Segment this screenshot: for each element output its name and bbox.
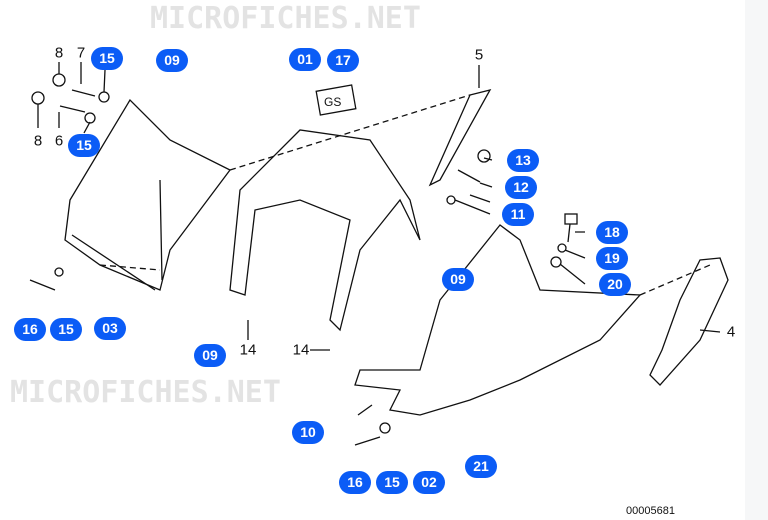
callout-10[interactable]: 10 bbox=[292, 421, 324, 444]
callout-12[interactable]: 12 bbox=[505, 176, 537, 199]
callout-16[interactable]: 16 bbox=[339, 471, 371, 494]
callout-03[interactable]: 03 bbox=[94, 317, 126, 340]
part-label: 5 bbox=[474, 46, 484, 64]
callout-21[interactable]: 21 bbox=[465, 455, 497, 478]
callout-09[interactable]: 09 bbox=[194, 344, 226, 367]
callout-02[interactable]: 02 bbox=[413, 471, 445, 494]
callout-15[interactable]: 15 bbox=[91, 47, 123, 70]
callout-09[interactable]: 09 bbox=[442, 268, 474, 291]
callout-17[interactable]: 17 bbox=[327, 49, 359, 72]
watermark-bottom: MICROFICHES.NET bbox=[10, 375, 281, 410]
watermark-top: MICROFICHES.NET bbox=[150, 1, 421, 36]
callout-13[interactable]: 13 bbox=[507, 149, 539, 172]
callout-15[interactable]: 15 bbox=[68, 134, 100, 157]
diagram-code: 00005681 bbox=[626, 505, 675, 517]
part-label: 4 bbox=[726, 323, 736, 341]
part-label: 14 bbox=[239, 341, 257, 359]
callout-20[interactable]: 20 bbox=[599, 273, 631, 296]
part-label: 8 bbox=[54, 44, 64, 62]
part-label: 8 bbox=[33, 132, 43, 150]
part-label: 14 bbox=[292, 341, 310, 359]
part-label: 7 bbox=[76, 44, 86, 62]
callout-11[interactable]: 11 bbox=[502, 203, 534, 226]
side-strip bbox=[745, 0, 768, 520]
callout-16[interactable]: 16 bbox=[14, 318, 46, 341]
callout-18[interactable]: 18 bbox=[596, 221, 628, 244]
part-label: 6 bbox=[54, 132, 64, 150]
callout-19[interactable]: 19 bbox=[596, 247, 628, 270]
gs-logo: GS bbox=[324, 95, 341, 109]
callout-15[interactable]: 15 bbox=[50, 318, 82, 341]
callout-01[interactable]: 01 bbox=[289, 48, 321, 71]
callout-15[interactable]: 15 bbox=[376, 471, 408, 494]
callout-09[interactable]: 09 bbox=[156, 49, 188, 72]
